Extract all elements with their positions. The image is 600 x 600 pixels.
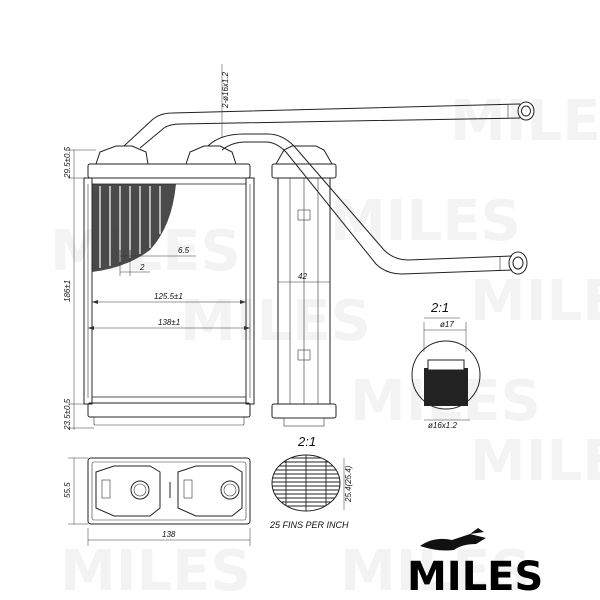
pipe-detail: 2:1 ø17 ø16x1.2 <box>411 300 481 430</box>
bottom-lip <box>93 416 245 426</box>
watermark: MILES <box>180 289 371 354</box>
pipe-wall-label: ø16x1.2 <box>428 421 457 430</box>
logo-animal-icon <box>420 534 486 551</box>
core-width-outer-label: 138±1 <box>158 318 180 327</box>
bottom-port-right <box>177 465 243 517</box>
pipes: 2-ø16x1.2 <box>123 64 535 275</box>
bottom-tank-height-label: 23.5±0.5 <box>63 398 72 431</box>
side-depth-label: 42 <box>298 272 307 281</box>
bottom-header-plate <box>91 396 247 404</box>
inlet-pipe <box>123 103 521 147</box>
fins-detail-scale: 2:1 <box>297 434 316 449</box>
outlet-socket <box>185 145 237 165</box>
fin-pitch-label: 6.5 <box>178 246 190 255</box>
inlet-socket <box>95 145 149 165</box>
bottom-port-left <box>95 465 161 517</box>
fins-note: 25 FINS PER INCH <box>269 520 349 530</box>
pipe-spec-label: 2-ø16x1.2 <box>221 71 230 109</box>
pipe-od-label: ø17 <box>440 320 454 329</box>
pipe-section <box>424 368 468 406</box>
front-view: 6.5 2 125.5±1 138±1 29.5±0.5 186±1 23.5±… <box>63 145 255 431</box>
bottom-depth-label: 55.5 <box>63 482 72 498</box>
bottom-view: 55.5 138 <box>63 457 251 546</box>
miles-logo: MILES <box>407 528 543 600</box>
core-height-label: 186±1 <box>63 280 72 302</box>
pipe-detail-circle <box>411 340 481 410</box>
watermark: MILES <box>60 539 251 600</box>
core-width-inner-label: 125.5±1 <box>154 292 183 301</box>
side-view: 42 <box>271 145 337 427</box>
tube-pitch-label: 2 <box>139 263 145 272</box>
side-socket <box>275 145 333 165</box>
pipe-detail-scale: 2:1 <box>430 300 449 315</box>
watermark: MILES <box>450 89 600 154</box>
top-tank <box>87 163 251 179</box>
bottom-width-label: 138 <box>162 530 176 539</box>
fins-dim-label: 25.4(25.4) <box>344 465 353 503</box>
top-header-plate <box>91 177 247 185</box>
outlet-pipe-end <box>508 251 528 275</box>
watermark-layer: MILES MILES MILES MILES MILES MILES MILE… <box>50 89 600 600</box>
side-top-tank <box>271 163 337 179</box>
inlet-pipe-end <box>517 101 535 121</box>
top-tank-height-label: 29.5±0.5 <box>63 146 72 179</box>
watermark: MILES <box>470 269 600 334</box>
watermark: MILES <box>470 429 600 494</box>
fin-hatch <box>92 184 176 272</box>
bottom-outline <box>87 457 251 525</box>
watermark: MILES <box>330 189 521 254</box>
fins-detail: 2:1 25.4(25.4) 25 FINS PER INCH <box>269 434 353 530</box>
bottom-tank <box>87 402 251 418</box>
logo-text: MILES <box>407 554 543 600</box>
side-bottom-tank <box>271 403 337 419</box>
